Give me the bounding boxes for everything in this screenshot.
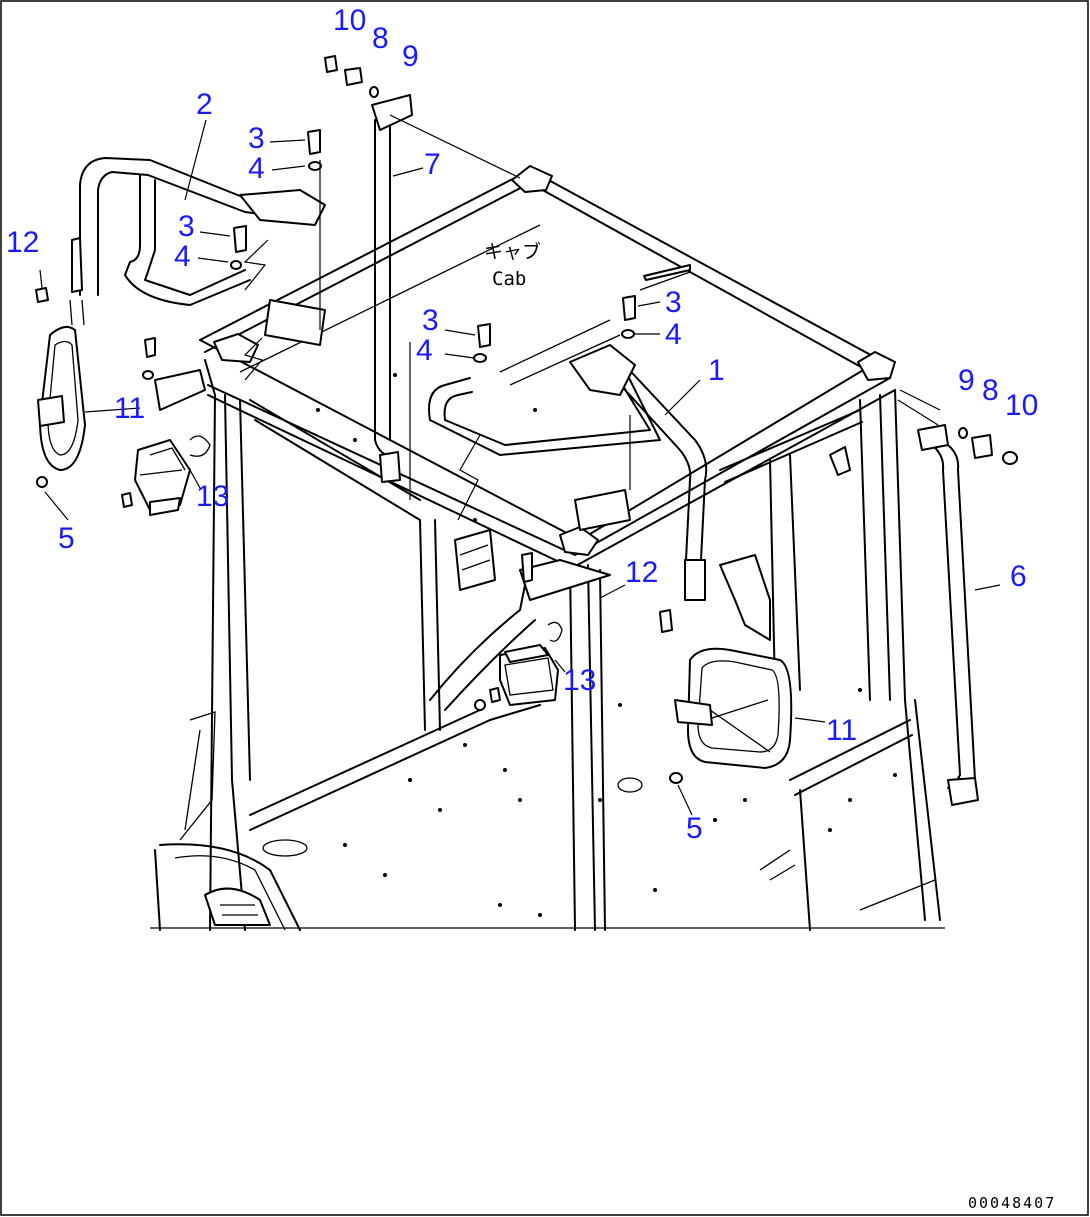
callout-3: 3	[248, 122, 265, 155]
cab-label-japanese: キャブ	[484, 240, 541, 263]
part-6-rail	[897, 389, 979, 806]
part-13-lamp-left	[134, 369, 211, 516]
callout-11: 11	[826, 714, 857, 747]
callout-5: 5	[58, 522, 75, 555]
callout-6: 6	[1010, 560, 1027, 593]
callout-13: 13	[196, 480, 229, 513]
callout-12: 12	[625, 556, 658, 589]
callout-4: 4	[665, 318, 682, 351]
callout-8: 8	[372, 22, 389, 55]
callout-3: 3	[665, 286, 682, 319]
callout-3: 3	[178, 210, 195, 243]
part-13-lamp-centre	[499, 559, 611, 706]
callout-labels: 10 8 9 2 3 4 7 3 4 12 3 4 3 4 1 9 8 10 1…	[6, 4, 1038, 845]
cab-label-english: Cab	[492, 268, 526, 290]
callout-12: 12	[6, 226, 39, 259]
callout-13: 13	[563, 664, 596, 697]
callout-8: 8	[982, 374, 999, 407]
callout-10: 10	[1005, 389, 1038, 422]
cab-label: キャブ Cab	[484, 240, 541, 290]
part-7-rod	[371, 94, 521, 483]
part-1-grab-rail	[428, 344, 708, 601]
callout-10: 10	[333, 4, 366, 37]
callout-2: 2	[196, 88, 213, 121]
fasteners	[35, 55, 1018, 784]
callout-4: 4	[416, 334, 433, 367]
callout-11: 11	[114, 392, 145, 425]
document-id: 00048407	[968, 1194, 1056, 1212]
part-2-grab-rail	[71, 157, 326, 346]
callout-3: 3	[422, 304, 439, 337]
callout-7: 7	[424, 148, 441, 181]
callout-9: 9	[402, 40, 419, 73]
rivet-dots	[316, 373, 897, 917]
callout-5: 5	[686, 812, 703, 845]
callout-4: 4	[248, 152, 265, 185]
part-11-mirror-left	[37, 299, 86, 471]
callout-1: 1	[708, 354, 725, 387]
callout-9: 9	[958, 364, 975, 397]
callout-4: 4	[174, 240, 191, 273]
leader-lines	[39, 119, 1001, 816]
part-11-mirror-right	[674, 647, 793, 769]
